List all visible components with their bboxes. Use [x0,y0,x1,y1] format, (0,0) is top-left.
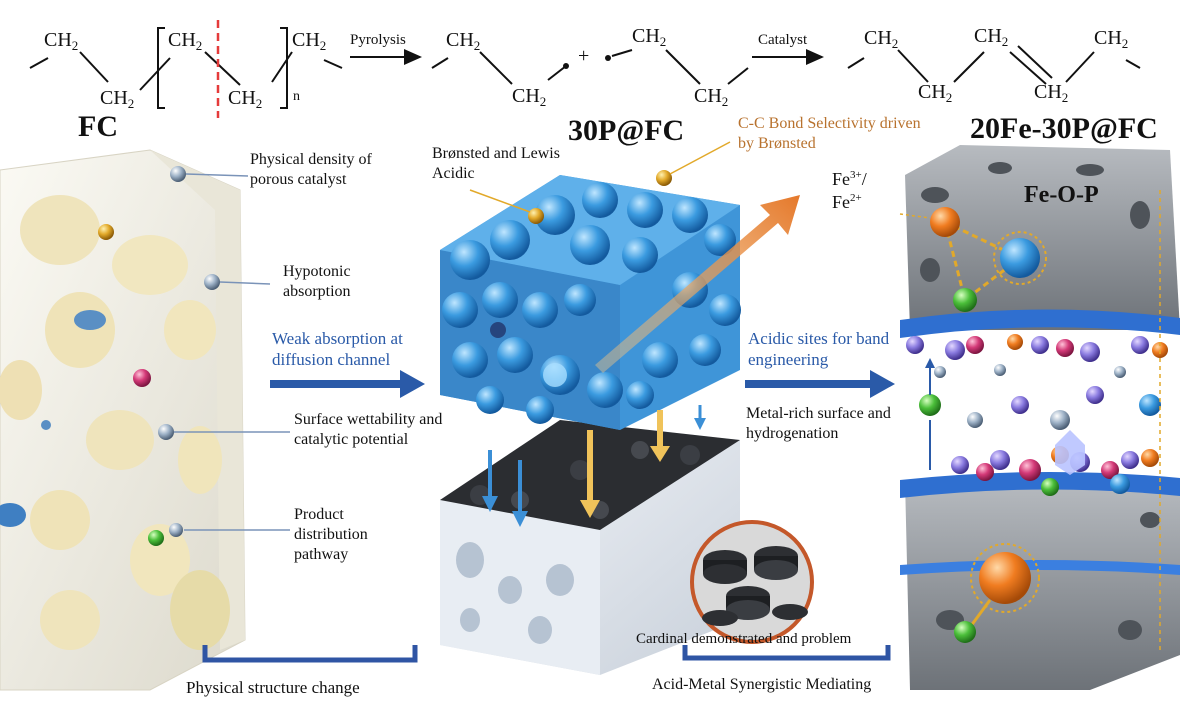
label-cc-selectivity: C-C Bond Selectivity driven by Brønsted [738,115,921,152]
label-acid-metal: Acid-Metal Synergistic Mediating [652,676,872,693]
label-hypotonic: Hypotonic absorption [283,263,351,300]
flow-arrows [270,370,895,398]
label-bronsted-lewis: Brønsted and Lewis Acidic [432,145,560,182]
prod-ch2-1: CH2 [864,27,899,51]
label-surface-wettability: Surface wettability and catalytic potent… [294,411,443,448]
label-weak-absorption: Weak absorption at diffusion channel [272,329,403,370]
prod-ch2-3: CH2 [974,25,1009,49]
label-fe-ions: Fe3+/ Fe2+ [832,169,867,213]
fc-porous-block [0,149,246,691]
plus-sign: + [578,45,590,67]
title-feop: Fe-O-P [1024,182,1099,208]
middle-leader-lines [469,141,731,213]
label-product-distribution: Product distribution pathway [294,506,368,563]
rad2-ch2-low: CH2 [694,85,729,109]
bottom-brackets [202,645,891,663]
left-leader-lines [174,173,290,531]
label-acidic-sites: Acidic sites for band engineering [748,329,890,370]
blue-catalyst-block [440,170,741,430]
prod-ch2-5: CH2 [1094,27,1129,51]
fc-ch2-left: CH2 [44,29,79,53]
label-cardinal: Cardinal demonstrated and problem [636,631,852,647]
radical-dot-2 [605,55,611,61]
title-fc: FC [78,110,118,143]
prod-ch2-4: CH2 [1034,81,1069,105]
fc-ch2-low: CH2 [100,87,135,111]
fe-stone-block [900,145,1180,690]
label-physical-density: Physical density of porous catalyst [250,151,372,188]
label-metal-rich: Metal-rich surface and hydrogenation [746,405,891,442]
fc-n-subscript: n [293,89,300,104]
catalyst-label: Catalyst [758,32,808,48]
rad2-ch2-top: CH2 [632,25,667,49]
fc-ch2-right: CH2 [292,29,327,53]
title-20fe: 20Fe-30P@FC [970,112,1158,145]
rad1-ch2-low: CH2 [512,85,547,109]
fc-ch2-bracket-top: CH2 [168,29,203,53]
center-down-arrows [482,405,706,527]
title-30p: 30P@FC [568,114,685,147]
fc-ch2-bracket-low: CH2 [228,87,263,111]
selectivity-arrow [595,195,800,373]
pellet-inset [690,520,814,644]
rad1-ch2-top: CH2 [446,29,481,53]
label-physical-structure: Physical structure change [186,678,360,697]
prod-ch2-2: CH2 [918,81,953,105]
reaction-bonds [29,27,1141,109]
pyrolysis-label: Pyrolysis [350,32,406,48]
radical-dot-1 [563,63,569,69]
fe-leader-line [899,213,931,219]
